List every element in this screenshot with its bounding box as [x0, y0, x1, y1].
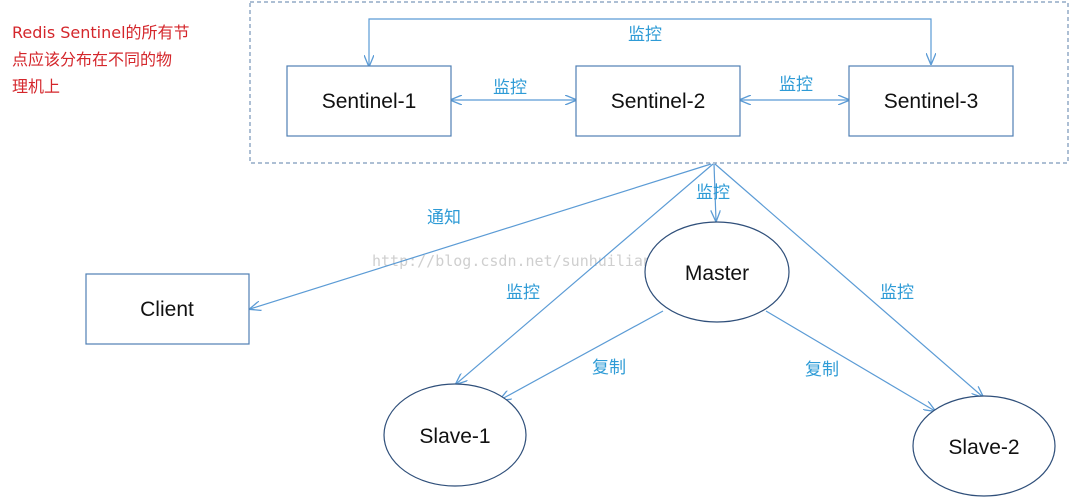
sentinel-group-boundary [249, 1, 1069, 164]
node-client-label: Client [140, 298, 194, 321]
edge-monitor-master [714, 163, 716, 221]
edge-monitor-slave-1 [456, 163, 714, 384]
edge-label-replicate-slave-1: 复制 [592, 358, 626, 378]
node-sentinel-2: Sentinel-2 [575, 65, 741, 137]
node-slave-2-label: Slave-2 [948, 436, 1019, 459]
node-slave-1: Slave-1 [383, 383, 527, 487]
edge-label-notify-client: 通知 [427, 208, 461, 228]
node-slave-2: Slave-2 [912, 395, 1056, 497]
node-slave-1-label: Slave-1 [419, 425, 490, 448]
edge-replicate-slave-2 [765, 310, 935, 411]
deployment-note-line-2: 点应该分布在不同的物 [12, 50, 172, 69]
edge-label-monitor-slave-2: 监控 [880, 283, 914, 303]
node-master: Master [644, 221, 790, 323]
watermark-text: http://blog.csdn.net/sunhuiliang85 [372, 252, 679, 270]
edge-label-monitor-slave-1: 监控 [506, 283, 540, 303]
node-sentinel-2-label: Sentinel-2 [611, 90, 706, 113]
edge-sentinel-1-sentinel-3 [369, 18, 931, 66]
node-sentinel-1-label: Sentinel-1 [322, 90, 417, 113]
edge-label-s1-s2-monitor: 监控 [493, 78, 527, 98]
node-sentinel-3: Sentinel-3 [848, 65, 1014, 137]
node-master-label: Master [685, 262, 749, 285]
edge-label-replicate-slave-2: 复制 [805, 360, 839, 380]
deployment-note-line-3: 理机上 [12, 77, 60, 96]
edge-monitor-slave-2 [714, 163, 983, 397]
edge-notify-client [250, 163, 712, 309]
edge-label-s1-s3-monitor: 监控 [628, 25, 662, 45]
edge-replicate-slave-1 [500, 310, 664, 400]
node-sentinel-3-label: Sentinel-3 [884, 90, 979, 113]
edge-label-monitor-master: 监控 [696, 183, 730, 203]
node-client: Client [85, 273, 250, 345]
edge-label-s2-s3-monitor: 监控 [779, 75, 813, 95]
node-sentinel-1: Sentinel-1 [286, 65, 452, 137]
deployment-note-line-1: Redis Sentinel的所有节 [12, 23, 190, 42]
